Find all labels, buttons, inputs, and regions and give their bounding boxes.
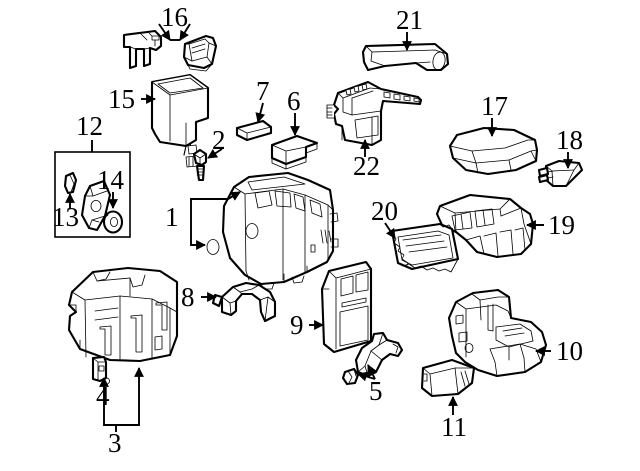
- callout-3: 3: [108, 428, 122, 458]
- part-21-console-handle: [361, 42, 450, 72]
- part-3-console-bin-housing: [67, 266, 179, 363]
- part-8-arch-cover: [211, 281, 277, 323]
- part-6-l-shaped-trim-pad: [270, 134, 319, 170]
- callout-15: 15: [108, 84, 135, 114]
- callout-18: 18: [556, 125, 583, 155]
- callout-6: 6: [287, 86, 301, 116]
- part-18-armrest-hinge-trim: [537, 159, 584, 188]
- callout-17: 17: [481, 91, 508, 121]
- callout-5: 5: [369, 376, 383, 406]
- part-9-front-console-panel: [320, 260, 373, 354]
- callout-leaders: [65, 23, 573, 432]
- part-15-storage-bin: [150, 73, 210, 168]
- callout-19: 19: [548, 210, 575, 240]
- callout-7: 7: [256, 76, 270, 106]
- part-7-rectangular-trim-pad: [235, 119, 273, 142]
- callout-10: 10: [556, 336, 583, 366]
- callout-20: 20: [371, 196, 398, 226]
- part-20-console-mat: [389, 222, 460, 273]
- callout-11: 11: [441, 412, 467, 442]
- part-22-shifter-bracket: [326, 80, 423, 147]
- callout-16: 16: [161, 2, 188, 32]
- callout-4: 4: [96, 381, 110, 411]
- callout-21: 21: [396, 5, 423, 35]
- part-11-console-lid-pad: [420, 358, 476, 398]
- callout-1: 1: [165, 202, 179, 232]
- part-14-grommet-washer: [102, 210, 124, 234]
- part-19-rear-vent-housing: [435, 193, 535, 259]
- callout-22: 22: [353, 151, 380, 181]
- part-17-armrest-lid: [448, 126, 539, 176]
- callout-13: 13: [52, 202, 79, 232]
- part-2-console-screw: [192, 148, 208, 182]
- callout-2: 2: [212, 125, 226, 155]
- callout-12: 12: [76, 111, 103, 141]
- part-13b-bracket: [80, 179, 112, 232]
- part-5-cupholder-bracket: [354, 331, 404, 378]
- callout-8: 8: [181, 282, 195, 312]
- part-10-rear-console-bracket: [447, 288, 548, 378]
- part-1-console-body: [221, 171, 339, 290]
- part-12-hardware-kit-box: [54, 140, 131, 238]
- part-5b-small-clip: [341, 367, 360, 386]
- part-16-console-mount-brackets: [122, 29, 218, 72]
- callout-9: 9: [290, 310, 304, 340]
- callout-14: 14: [97, 165, 124, 195]
- part-13-retainer-clip: [63, 171, 78, 195]
